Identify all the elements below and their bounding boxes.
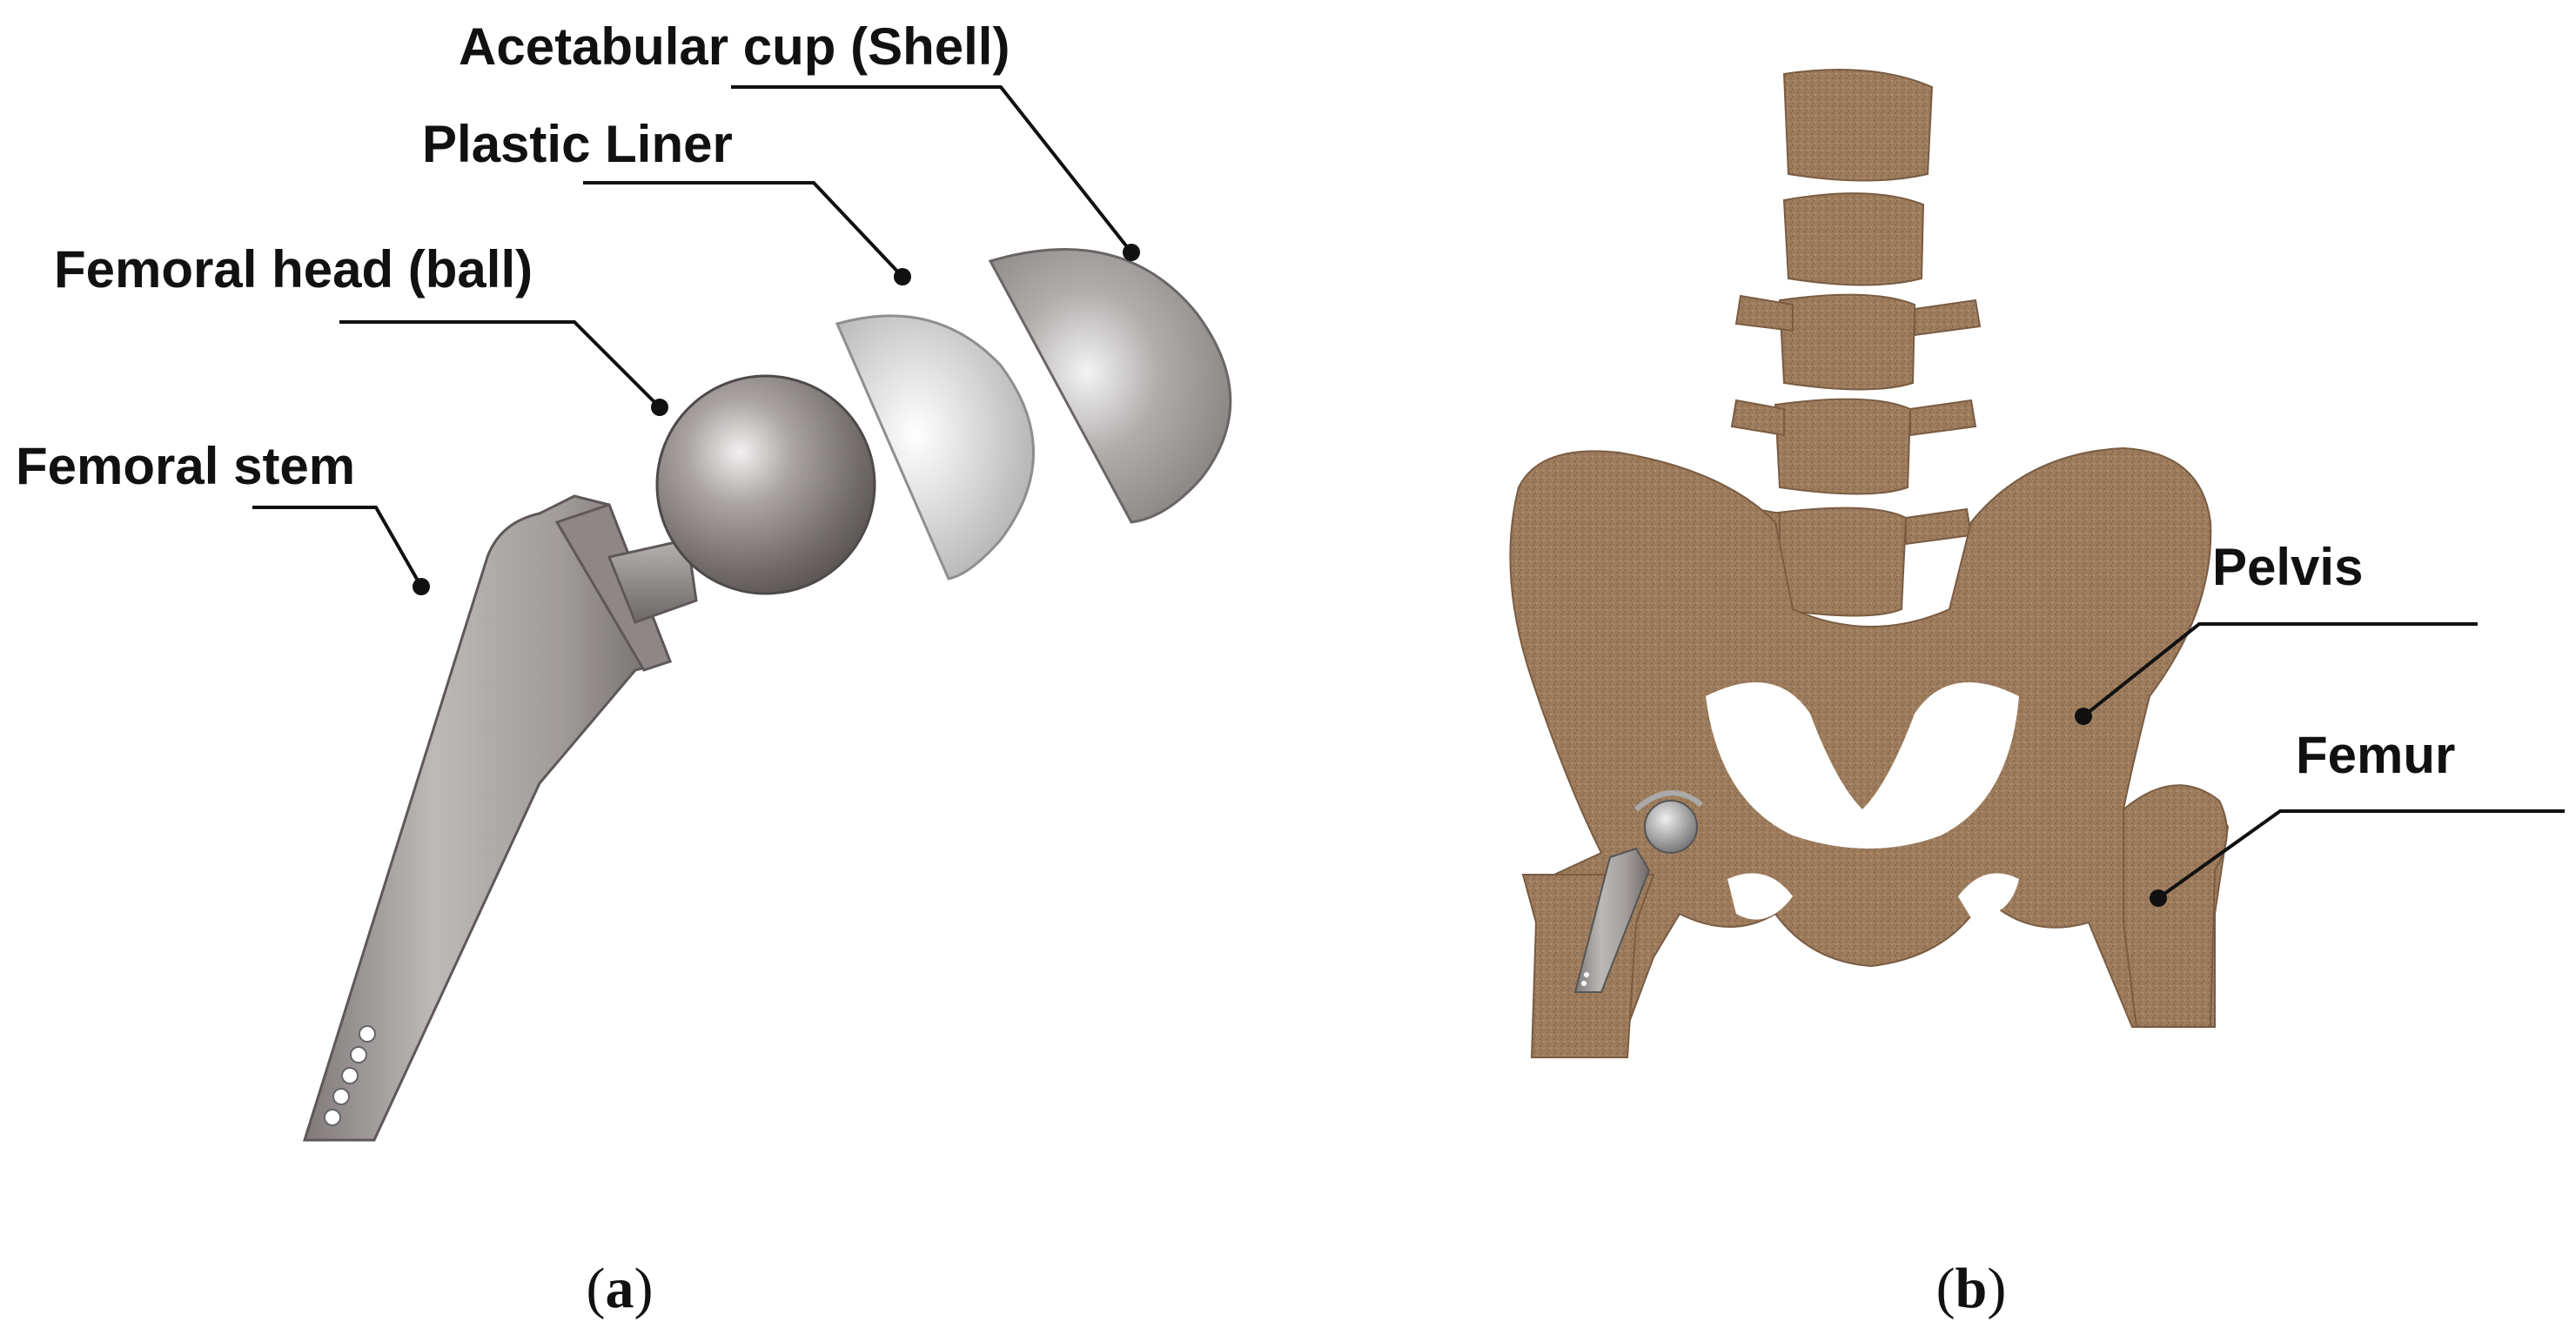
lumbar-spine-shape bbox=[1726, 69, 1982, 617]
leader-lines-b bbox=[2082, 622, 2565, 900]
leader-femur bbox=[2157, 809, 2565, 900]
leader-dot-femur bbox=[2150, 889, 2167, 907]
label-femoral-stem: Femoral stem bbox=[16, 437, 355, 495]
leader-dot-plastic-liner bbox=[894, 268, 911, 285]
acetabular-shell-shape bbox=[988, 248, 1232, 524]
label-acetabular-cup: Acetabular cup (Shell) bbox=[459, 17, 1010, 76]
femoral-head-ball-shape bbox=[655, 374, 876, 595]
obturator-left bbox=[1727, 873, 1793, 920]
leader-plastic-liner bbox=[583, 181, 904, 278]
leader-dot-acetabular-cup bbox=[1123, 244, 1140, 261]
leader-femoral-head bbox=[339, 320, 661, 409]
plastic-liner-shape bbox=[835, 314, 1035, 580]
caption-b: (b) bbox=[1936, 1257, 2007, 1320]
femur-shape bbox=[2123, 784, 2228, 1028]
label-pelvis: Pelvis bbox=[2212, 538, 2363, 596]
leader-femoral-stem bbox=[252, 506, 423, 587]
panel-b: Pelvis Femur (b) bbox=[1509, 69, 2565, 1320]
pelvic-inlet-opening bbox=[1706, 682, 2019, 849]
leader-dot-femoral-head bbox=[651, 399, 668, 416]
leader-dot-pelvis bbox=[2075, 708, 2092, 725]
leader-pelvis bbox=[2082, 622, 2478, 718]
stem-neck-shape bbox=[607, 538, 698, 624]
label-plastic-liner: Plastic Liner bbox=[422, 115, 733, 173]
leader-dot-femoral-stem bbox=[413, 578, 430, 595]
label-femur: Femur bbox=[2296, 726, 2455, 784]
label-femoral-head: Femoral head (ball) bbox=[54, 240, 533, 299]
leader-acetabular-cup bbox=[731, 85, 1133, 254]
implant-in-pelvis bbox=[1573, 790, 1703, 993]
caption-a: (a) bbox=[587, 1257, 654, 1320]
femoral-stem-shape bbox=[302, 494, 673, 1142]
panel-a: Acetabular cup (Shell) Plastic Liner Fem… bbox=[16, 17, 1232, 1320]
leader-lines-a bbox=[252, 85, 1133, 587]
obturator-right bbox=[1958, 873, 2019, 918]
